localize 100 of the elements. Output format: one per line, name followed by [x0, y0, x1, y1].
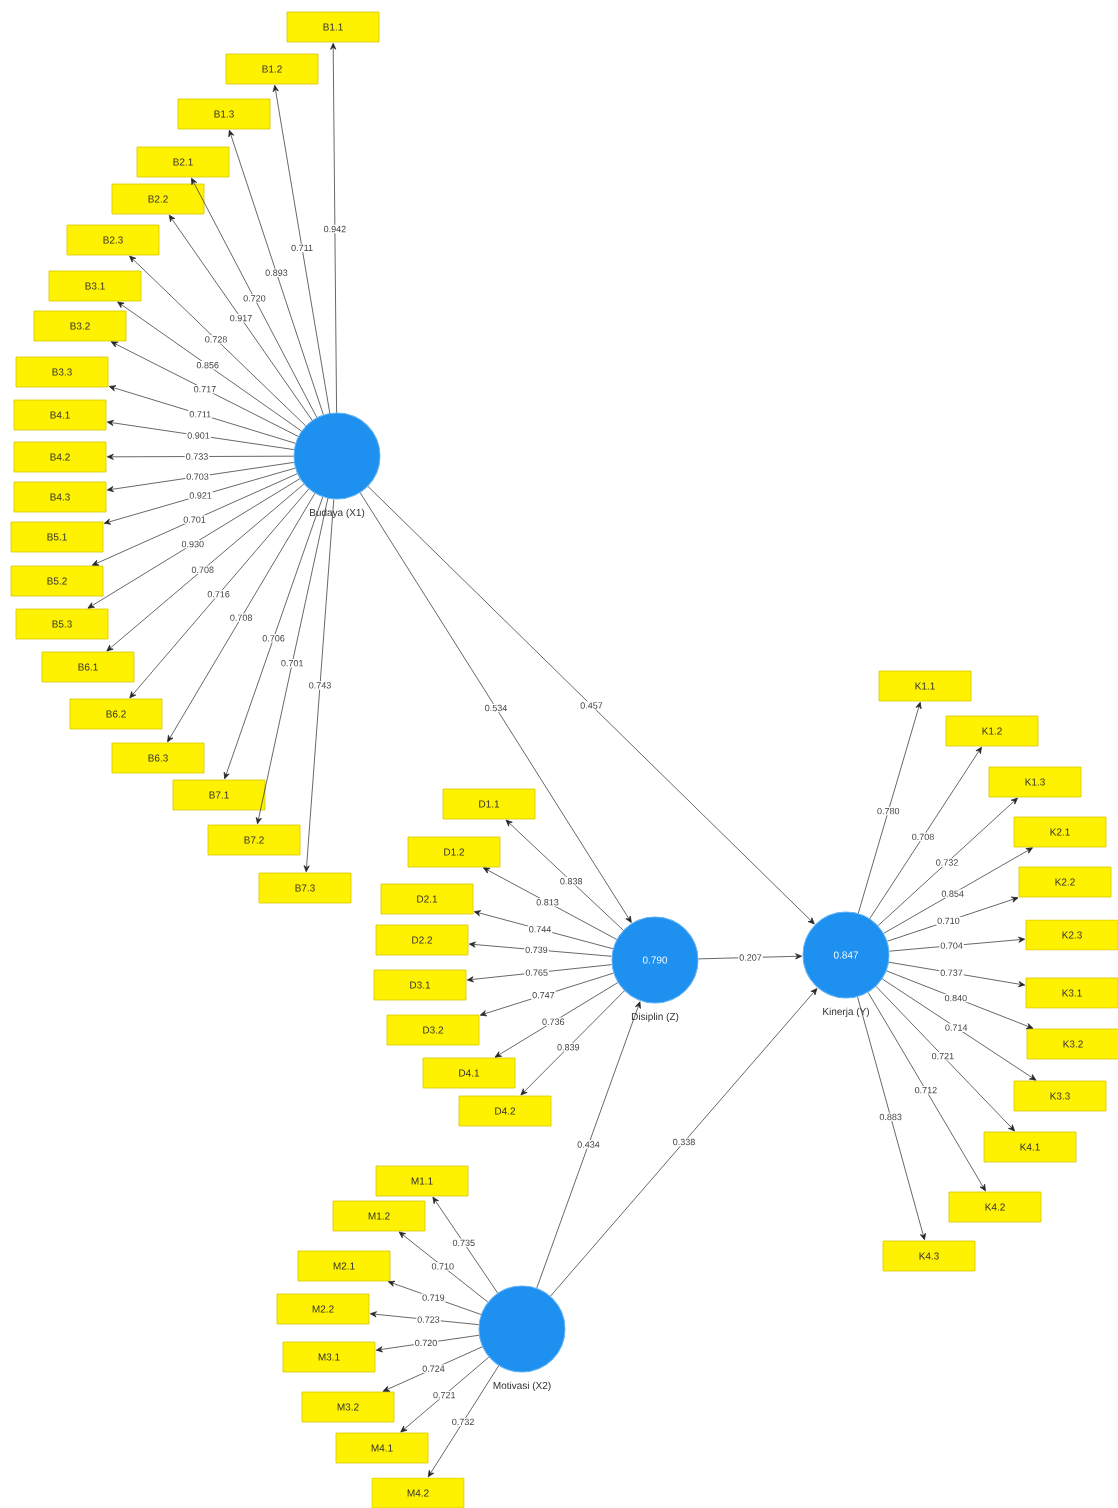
arrow — [330, 42, 337, 413]
edge-label: 0.733 — [184, 452, 210, 461]
indicator-box: B2.3 — [66, 224, 160, 256]
arrow — [857, 701, 922, 914]
indicator-box: B2.1 — [136, 146, 230, 178]
arrow — [106, 419, 295, 450]
arrow — [382, 1346, 483, 1392]
indicator-box: B6.2 — [69, 698, 163, 730]
indicator-box: B1.1 — [286, 11, 380, 43]
arrow — [110, 341, 299, 437]
arrow — [889, 936, 1026, 952]
arrow — [91, 473, 298, 566]
indicator-box: B2.2 — [111, 183, 205, 215]
indicator-box: B7.2 — [207, 824, 301, 856]
arrow — [255, 498, 329, 825]
edge-label: 0.207 — [738, 953, 763, 962]
arrow — [272, 84, 331, 414]
arrow — [882, 978, 1037, 1081]
indicator-box: D3.1 — [373, 969, 467, 1001]
edge-label: 0.747 — [531, 991, 556, 1000]
arrow — [432, 1196, 498, 1294]
indicator-box: K3.3 — [1013, 1080, 1107, 1112]
indicator-box: D2.1 — [380, 883, 474, 915]
edge-label: 0.434 — [576, 1140, 601, 1149]
edge-label: 0.739 — [524, 945, 549, 954]
arrow — [129, 488, 310, 699]
edge-label: 0.839 — [556, 1043, 581, 1052]
arrow — [886, 896, 1019, 942]
indicator-box: M1.2 — [332, 1200, 426, 1232]
arrow — [857, 996, 926, 1241]
arrow — [103, 467, 296, 525]
edge-label: 0.721 — [432, 1390, 457, 1400]
edge-label: 0.721 — [930, 1051, 956, 1061]
indicator-box: K1.1 — [878, 670, 972, 702]
edge-label: 0.736 — [541, 1017, 566, 1026]
arrow — [108, 385, 296, 444]
edge-label: 0.840 — [943, 993, 969, 1003]
edge-label: 0.921 — [188, 491, 213, 500]
indicator-box: K4.2 — [948, 1191, 1042, 1223]
indicator-box: K1.3 — [988, 766, 1082, 798]
arrow — [888, 961, 1026, 988]
edge-label: 0.710 — [430, 1262, 455, 1271]
arrow — [494, 982, 619, 1058]
arrow — [191, 177, 318, 418]
indicator-box: B3.2 — [33, 310, 127, 342]
arrow — [400, 1356, 490, 1433]
edge-label: 0.883 — [878, 1112, 903, 1122]
indicator-box: K4.1 — [983, 1131, 1077, 1163]
arrow — [520, 990, 625, 1096]
indicator-box: K2.2 — [1018, 866, 1112, 898]
indicator-box: B6.1 — [41, 651, 135, 683]
arrow — [398, 1231, 489, 1303]
indicator-box: M4.2 — [371, 1477, 465, 1508]
arrow — [505, 819, 624, 931]
indicator-box: B4.1 — [13, 399, 107, 431]
arrow — [883, 847, 1033, 934]
edge-label: 0.711 — [188, 410, 213, 419]
edge-label: 0.711 — [290, 243, 314, 253]
indicator-box: B1.2 — [225, 53, 319, 85]
indicator-box: K1.2 — [945, 715, 1039, 747]
edge-label: 0.457 — [579, 701, 604, 710]
indicator-box: D1.1 — [442, 788, 536, 820]
edge-label: 0.704 — [939, 941, 964, 950]
arrow — [106, 483, 305, 652]
construct-name: Kinerja (Y) — [821, 1006, 871, 1019]
indicator-box: D4.2 — [458, 1095, 552, 1127]
arrow — [483, 867, 618, 940]
arrow — [117, 301, 302, 432]
edge-label: 0.743 — [307, 681, 333, 690]
arrow — [550, 988, 818, 1297]
edge-label: 0.838 — [558, 877, 584, 886]
arrow — [479, 972, 614, 1017]
arrow — [129, 255, 307, 427]
arrow — [869, 746, 982, 919]
indicator-box: B5.1 — [10, 521, 104, 553]
edge-label: 0.917 — [228, 313, 254, 323]
arrow — [369, 1311, 480, 1325]
edge-label: 0.765 — [524, 968, 549, 977]
edge-label: 0.716 — [206, 590, 231, 599]
edge-label: 0.728 — [203, 335, 229, 344]
edge-label: 0.735 — [451, 1238, 477, 1248]
edge-label: 0.901 — [186, 431, 211, 440]
arrow — [228, 129, 324, 416]
edge-label: 0.706 — [261, 634, 286, 643]
indicator-box: M2.2 — [276, 1293, 370, 1325]
edge-label: 0.719 — [421, 1293, 446, 1302]
indicator-box: B4.3 — [13, 481, 107, 513]
edge-label: 0.712 — [913, 1085, 939, 1095]
edge-label: 0.893 — [264, 268, 289, 277]
edge-label: 0.714 — [943, 1023, 969, 1032]
edge-label: 0.710 — [936, 916, 961, 926]
indicator-box: K2.1 — [1013, 816, 1107, 848]
indicator-box: D4.1 — [422, 1057, 516, 1089]
arrow — [303, 499, 335, 873]
indicator-box: B7.3 — [258, 872, 352, 904]
indicator-box: B7.1 — [172, 779, 266, 811]
indicator-box: M3.1 — [282, 1341, 376, 1373]
indicator-box: B1.3 — [177, 98, 271, 130]
arrow — [87, 478, 301, 609]
edge-label: 0.534 — [483, 703, 509, 713]
